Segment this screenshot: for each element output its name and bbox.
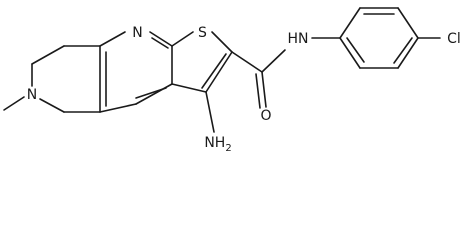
bond-c2-carbonyl [231,51,263,73]
bond-s-c2 [211,31,233,53]
bond-c2-c3 [205,51,233,93]
bond-c4-c4a [99,103,137,113]
atom-label-amino: NH2 [204,135,231,154]
bond-n1-c9a [149,31,173,47]
amino-subscript: 2 [225,143,231,154]
atom-label-chloro: Cl [447,31,461,47]
bond-c9a-s [171,31,194,47]
bond-carbonyl-o [261,71,267,108]
bond-n1-c9a-double [151,37,169,49]
bond-ph6-ph1 [339,37,361,69]
bond-carbonyl-nh [261,49,286,73]
bond-ph4-ph5-double [393,37,413,64]
bond-c8-c7 [31,45,65,65]
bond-ph3-ph4 [397,7,419,39]
bond-c3-nh2 [205,91,215,133]
bond-layer [3,7,441,133]
bond-c3-c3a [171,83,207,93]
atom-label-s-thiophene: S [198,25,207,41]
bond-n6-c5 [39,98,65,113]
bond-c8a-n1 [99,31,126,47]
bond-c2-c3-double [201,53,227,89]
bond-n6-methyl [3,96,25,111]
amino-nh: NH [204,135,225,151]
bond-ph4-ph5 [397,37,419,69]
atom-label-amide-nh: HN [288,31,309,47]
bond-ph6-ph1-double [346,37,365,63]
atom-label-n-pyridine: N [132,25,142,41]
bond-ph1-ph2 [339,7,361,39]
atom-label-n-piperidine: N [27,87,37,103]
bond-c3a-c4-double [135,87,167,99]
atom-label-carbonyl-o: O [260,108,271,124]
bond-c3a-c4 [135,83,173,105]
bond-carbonyl-o-double [255,73,261,109]
chemical-structure-diagram: N S N HN O NH2 Cl [3,7,461,154]
atom-label-layer: N S N HN O NH2 Cl [27,25,461,154]
